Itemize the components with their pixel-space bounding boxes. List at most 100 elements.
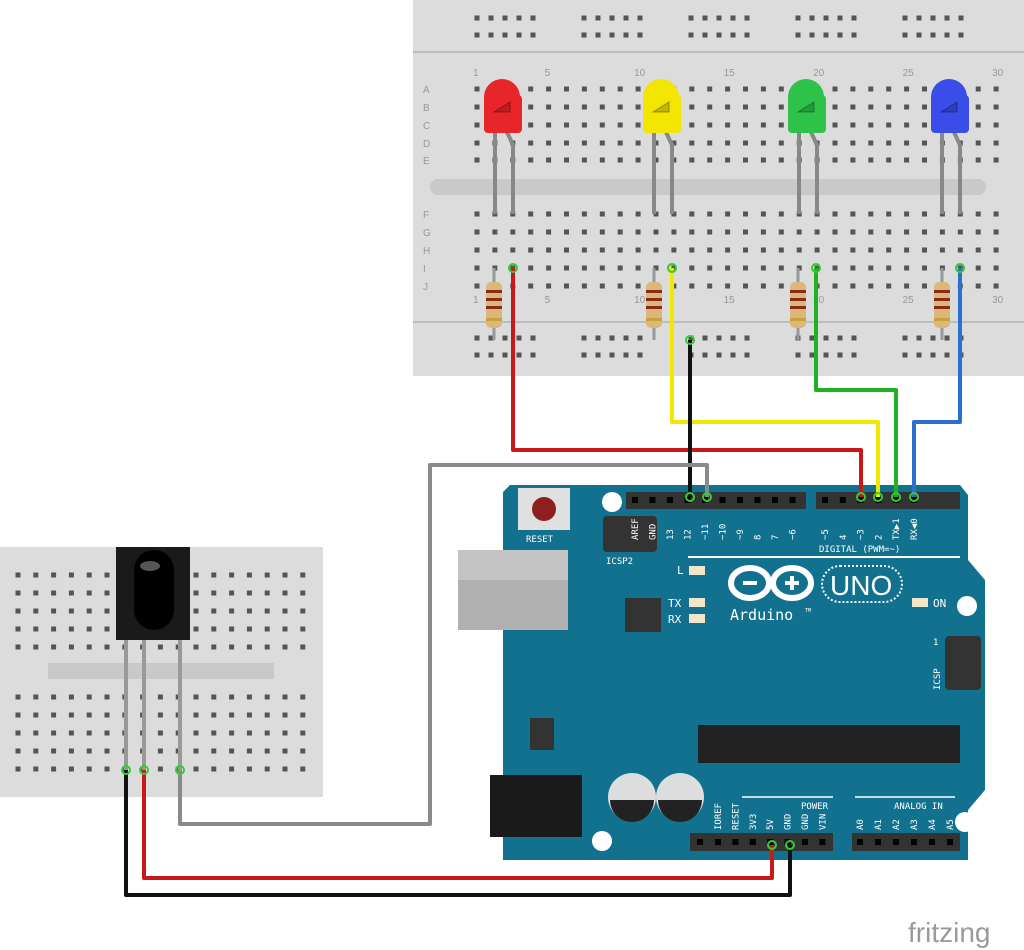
header-pin[interactable] [929,839,935,845]
reset-button-cap[interactable] [532,497,556,521]
breadboard-hole [51,644,57,650]
breadboard-hole [837,32,843,38]
breadboard-hole [546,211,552,217]
breadboard-hole [33,766,39,772]
breadboard-hole [832,229,838,235]
header-pin[interactable] [649,497,656,503]
breadboard-hole [716,352,722,358]
breadboard-hole [581,211,587,217]
breadboard-hole [993,157,999,163]
breadboard-hole [868,122,874,128]
breadboard-hole [975,140,981,146]
breadboard-hole [282,572,288,578]
breadboard-hole [546,283,552,289]
header-pin[interactable] [789,497,796,503]
black-wire-ground[interactable] [124,770,792,897]
breadboard-hole [33,626,39,632]
breadboard-hole [246,712,252,718]
header-pin[interactable] [822,497,828,503]
breadboard-hole [211,608,217,614]
yellow-wire-led[interactable] [670,268,880,497]
breadboard-hole [778,104,784,110]
breadboard-hole [916,32,922,38]
breadboard-hole [546,86,552,92]
breadboard-hole [635,229,641,235]
header-pin[interactable] [911,839,917,845]
breadboard-hole [707,265,713,271]
breadboard-hole [33,590,39,596]
column-label: 10 [634,295,646,306]
breadboard-hole [868,283,874,289]
resistor [790,268,806,340]
breadboard-hole [193,748,199,754]
row-label: F [423,210,429,221]
breadboard-hole [492,229,498,235]
power-pin-label: GND [784,814,794,830]
breadboard-hole [488,335,494,341]
red-wire-led[interactable] [511,268,863,497]
breadboard-hole [922,265,927,271]
breadboard-hole [725,265,731,271]
breadboard-hole [635,247,641,253]
header-pin[interactable] [715,839,721,845]
breadboard-hole [617,229,623,235]
breadboard-hole [581,157,587,163]
breadboard-hole [635,86,641,92]
breadboard-hole [904,265,910,271]
breadboard-hole [300,694,306,700]
breadboard-hole [778,211,784,217]
breadboard-hole [760,140,766,146]
header-pin[interactable] [772,497,778,503]
digital-pin-label: 8 [754,535,764,540]
breadboard-hole [904,229,910,235]
breadboard-hole [671,229,677,235]
breadboard-hole [886,122,892,128]
header-pin[interactable] [802,839,808,845]
breadboard-hole [707,157,713,163]
header-pin[interactable] [737,497,743,503]
header-pin[interactable] [754,497,761,503]
green-wire-led[interactable] [814,268,898,497]
breadboard-hole [564,157,569,163]
breadboard-hole [474,122,480,128]
breadboard-hole [502,32,508,38]
breadboard-hole [474,229,480,235]
column-label: 30 [992,295,1004,306]
breadboard-hole [104,626,110,632]
header-pin[interactable] [857,839,863,845]
breadboard-hole [474,283,480,289]
breadboard-hole [993,140,999,146]
breadboard-hole [282,608,288,614]
header-pin[interactable] [875,839,881,845]
breadboard-hole [86,644,92,650]
column-label: 1 [473,68,479,79]
header-pin[interactable] [839,497,846,503]
led-l-label: L [677,564,684,577]
row-label: A [423,85,430,96]
breadboard-hole [264,748,270,754]
header-pin[interactable] [732,839,739,845]
breadboard-hole [15,608,21,614]
header-pin[interactable] [667,497,673,503]
header-pin[interactable] [819,839,826,845]
gray-wire-signal[interactable] [178,463,709,826]
breadboard-hole [617,104,623,110]
analog-pin-label: A5 [946,819,956,830]
breadboard-hole [581,122,587,128]
blue-wire-led[interactable] [912,268,962,497]
breadboard-hole [975,247,981,253]
header-pin[interactable] [749,839,756,845]
header-pin[interactable] [947,839,953,845]
breadboard-hole [904,211,910,217]
red-wire-5v[interactable] [142,770,774,880]
breadboard-hole [760,122,766,128]
header-pin[interactable] [719,497,726,503]
header-pin[interactable] [632,497,638,503]
header-pin[interactable] [893,839,899,845]
breadboard-hole [581,229,587,235]
breadboard-hole [15,730,21,736]
breadboard-hole [939,247,945,253]
breadboard-hole [530,32,536,38]
breadboard-hole [795,32,801,38]
icsp2-label: ICSP2 [606,557,633,567]
